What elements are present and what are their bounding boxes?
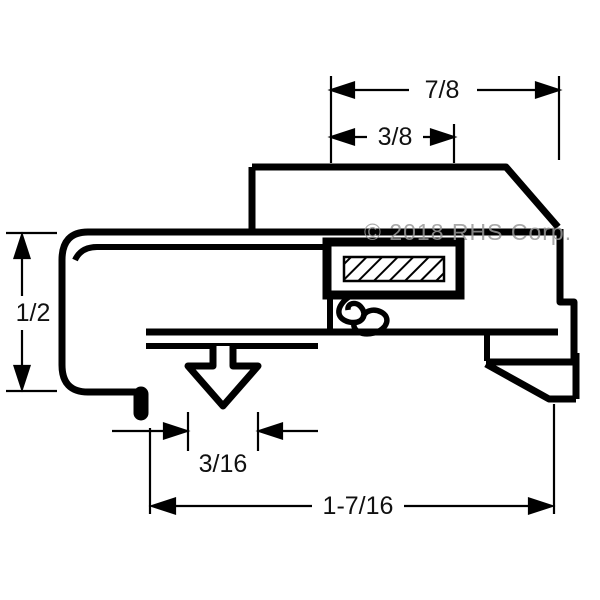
foot-hook: [484, 360, 576, 403]
arrowhead-right: [429, 127, 458, 147]
hinge-fold-curl-2: [351, 307, 390, 337]
arrowhead-right: [527, 496, 556, 516]
dimension-3-8: [327, 124, 458, 163]
gasket-cross-section: [58, 163, 580, 421]
arrowhead-right: [162, 421, 191, 441]
right-edge: [556, 229, 578, 360]
watermark-text: © 2018 RHS Corp.: [364, 219, 572, 245]
arrowhead-left: [148, 496, 177, 516]
arrowhead-left: [327, 80, 356, 100]
dim-label-3-8: 3/8: [378, 123, 413, 151]
dim-label-3-16: 3/16: [199, 450, 248, 478]
dim-label-1-2: 1/2: [16, 299, 51, 327]
dim-label-7-8: 7/8: [425, 76, 460, 104]
arrowhead-right: [534, 80, 563, 100]
dimension-lines: [6, 76, 563, 516]
arrowhead-left: [255, 421, 284, 441]
arrowhead-up: [12, 231, 32, 260]
hinge-fold-curl-1: [336, 294, 367, 326]
dim-label-1-7-16: 1-7/16: [323, 492, 394, 520]
dimension-7-8: [327, 76, 563, 163]
dimension-1-2: [6, 231, 57, 393]
bulb-outline: [58, 228, 560, 396]
arrowhead-left: [327, 127, 356, 147]
bulb-inner-wall: [72, 244, 326, 262]
dimension-1-7-16: [148, 404, 556, 516]
flange-top-face: [252, 163, 561, 230]
mounting-dart: [184, 346, 262, 410]
magnet-insert: [322, 237, 465, 300]
arrowhead-down: [12, 364, 32, 393]
magnet-hatch: [342, 255, 446, 283]
